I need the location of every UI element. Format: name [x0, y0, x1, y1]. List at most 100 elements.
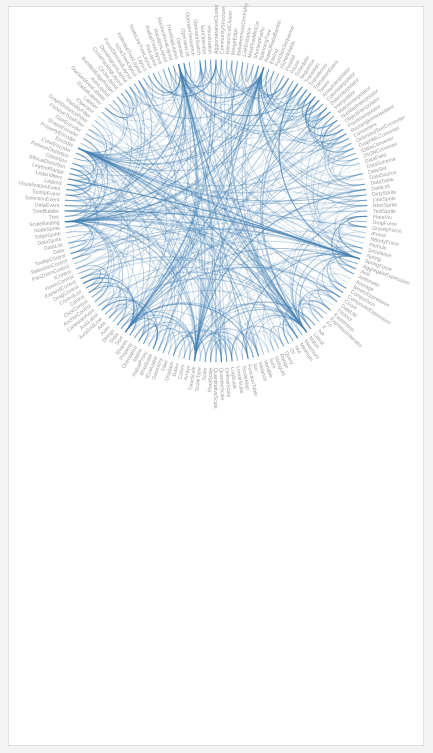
link-edge	[241, 335, 264, 360]
node-label[interactable]: NBodyForce	[370, 237, 400, 248]
node-label[interactable]: CommunityStructure	[219, 7, 227, 55]
node-label[interactable]: LogScale	[229, 367, 237, 389]
link-edge	[194, 142, 352, 361]
link-edge	[231, 60, 289, 99]
node-label[interactable]: Simulation	[367, 248, 392, 260]
node-label[interactable]: Sort	[114, 335, 125, 347]
node-label[interactable]: Operator	[175, 37, 185, 59]
node-label[interactable]: TooltipEvent	[31, 189, 60, 198]
node-label[interactable]: DragForce	[372, 220, 397, 228]
link-edge	[108, 103, 307, 333]
link-edge	[64, 220, 233, 362]
link-edge	[65, 221, 92, 254]
node-label[interactable]: LinearScale	[235, 366, 245, 394]
node-label[interactable]: FlareVis	[373, 214, 393, 221]
node-label[interactable]: Or	[288, 348, 296, 356]
node-label[interactable]: LineSprite	[372, 196, 396, 204]
node-label[interactable]: LegendItem	[35, 170, 63, 182]
link-edge	[167, 67, 360, 260]
link-edge	[64, 188, 367, 223]
node-label[interactable]: TreeBuilder	[32, 209, 59, 215]
node-label[interactable]: Xor	[251, 363, 259, 373]
node-label[interactable]: Arrays	[183, 365, 192, 381]
node-label[interactable]: Variance	[257, 361, 268, 382]
node-label[interactable]: Scale	[202, 367, 209, 380]
node-label[interactable]: DataUtil	[371, 184, 390, 193]
link-edge	[65, 224, 308, 333]
link-edge	[270, 71, 312, 108]
link-edge	[66, 147, 98, 191]
node-label[interactable]: MergeEdge	[231, 28, 240, 55]
node-label[interactable]: IScaleMap	[240, 365, 250, 390]
link-edge	[178, 64, 320, 127]
node-label[interactable]: OperatorList	[179, 28, 190, 58]
node-label[interactable]: DataEvent	[35, 202, 60, 209]
node-label[interactable]: DataSprite	[37, 237, 62, 247]
link-edge	[246, 157, 358, 358]
node-label[interactable]: DataSource	[369, 170, 397, 182]
node-label[interactable]: Dates	[172, 362, 181, 377]
node-label[interactable]: DataList	[44, 242, 64, 252]
node-label[interactable]: EdgeSprite	[35, 231, 61, 241]
node-label[interactable]: TimeScale	[188, 366, 197, 391]
link-edge	[220, 59, 270, 92]
link-edge	[116, 96, 167, 333]
node-label[interactable]: Sum	[267, 357, 276, 369]
node-label[interactable]: Query	[283, 350, 295, 366]
node-label[interactable]: OperatorSwitch	[192, 19, 202, 55]
node-label[interactable]: ScaleBinding	[29, 220, 60, 228]
node-label[interactable]: TextSprite	[373, 209, 396, 215]
node-label[interactable]: Range	[278, 353, 290, 370]
link-edge	[85, 205, 368, 289]
link-edge	[260, 86, 307, 333]
node-label[interactable]: Axis	[96, 320, 107, 331]
node-label[interactable]: Not	[293, 345, 303, 355]
node-label[interactable]: OrdinalScale	[223, 367, 231, 397]
node-label[interactable]: QuantitativeScale	[212, 368, 218, 409]
node-label[interactable]: IsA	[316, 328, 326, 338]
node-label[interactable]: Variable	[262, 359, 274, 379]
link-edge	[91, 266, 307, 333]
link-edge	[67, 67, 265, 239]
node-label[interactable]: And	[360, 269, 371, 278]
link-edge	[138, 80, 324, 140]
node-label[interactable]: Tree	[49, 214, 60, 220]
node-label[interactable]: DirtySprite	[372, 189, 397, 198]
node-label[interactable]: NodeSprite	[34, 226, 61, 235]
node-label[interactable]: Legend	[44, 178, 62, 187]
node-label[interactable]: Easing	[269, 48, 280, 65]
node-label[interactable]: GravityForce	[372, 226, 402, 235]
node-label[interactable]: DataSet	[368, 165, 388, 176]
node-label[interactable]: RectSprite	[373, 202, 398, 209]
link-edge	[120, 93, 201, 361]
link-edge	[65, 138, 109, 223]
link-edge	[70, 227, 360, 260]
node-label[interactable]: RootScale	[207, 368, 214, 392]
link-edge	[68, 152, 95, 181]
link-edge	[294, 296, 334, 336]
node-label[interactable]: Data	[53, 248, 65, 257]
link-edge	[173, 325, 249, 359]
link-edge	[273, 268, 354, 349]
node-label[interactable]: Filter	[161, 359, 170, 372]
link-edge	[173, 59, 211, 88]
node-label[interactable]: LinkDistance	[242, 27, 253, 57]
node-label[interactable]: Spring	[366, 253, 382, 263]
node-label[interactable]: Visualization	[206, 25, 213, 54]
link-edge	[282, 299, 331, 344]
node-label[interactable]: IForce	[371, 231, 387, 239]
node-label[interactable]: DataTable	[370, 177, 394, 187]
node-label[interactable]: Fn	[324, 320, 333, 329]
node-label[interactable]: SelectionEvent	[25, 195, 61, 203]
node-label[interactable]: If	[320, 324, 327, 331]
node-label[interactable]: HierarchicalCluster	[225, 10, 234, 54]
node-label[interactable]: Colors	[177, 364, 186, 380]
link-edge	[178, 61, 191, 83]
node-label[interactable]: SortOperator	[199, 24, 207, 55]
node-label[interactable]: Displays	[164, 361, 175, 382]
node-label[interactable]: QuantileScale	[218, 368, 225, 401]
node-label[interactable]: AgglomerativeCluster	[214, 4, 220, 54]
node-label[interactable]: Particle	[369, 242, 387, 252]
link-edge	[129, 316, 196, 362]
node-label[interactable]: ScaleType	[194, 367, 203, 392]
